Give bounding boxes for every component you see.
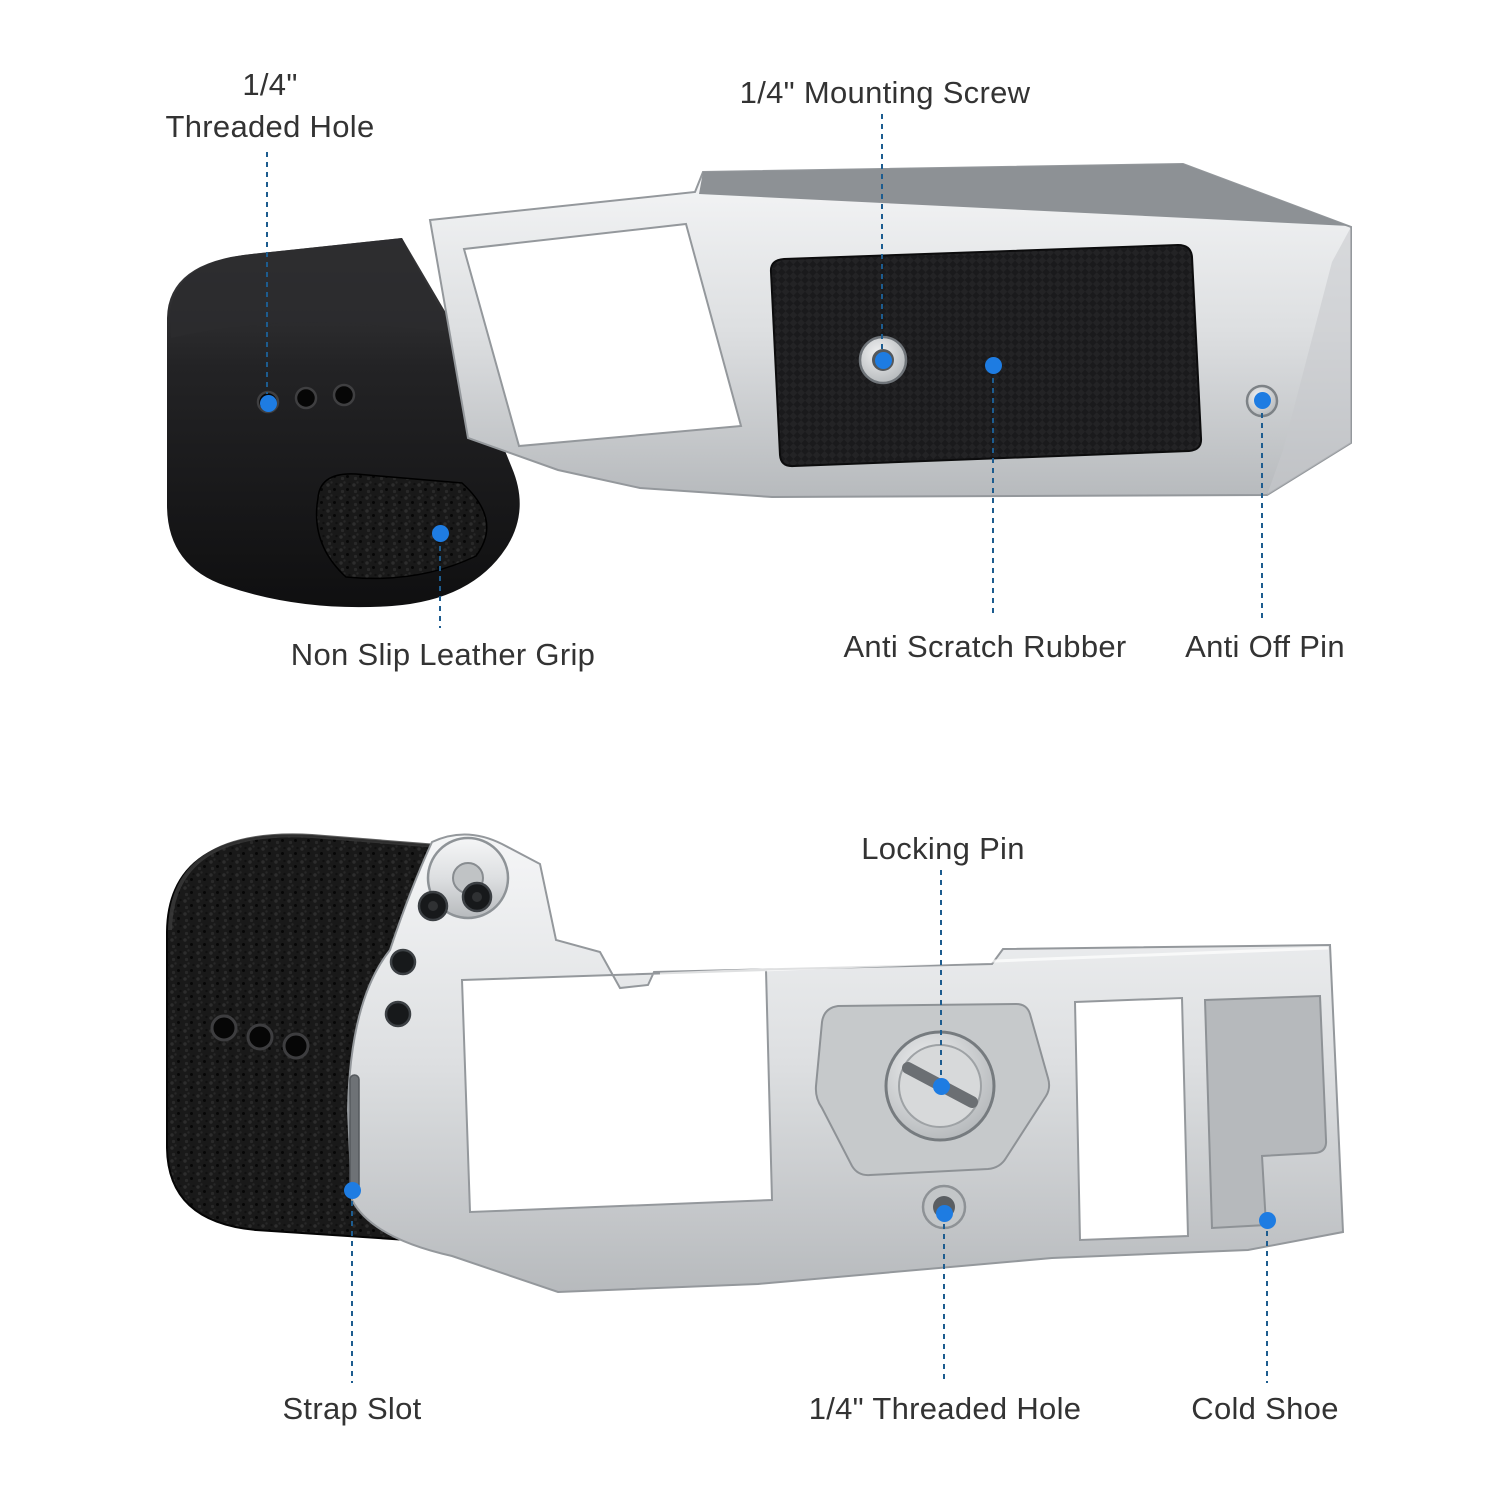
dot-leather-grip — [432, 525, 449, 542]
leader-anti-scratch-rubber — [992, 378, 994, 618]
dot-threaded-hole-bottom — [936, 1205, 953, 1222]
plate-top-edge — [699, 164, 1349, 226]
anti-scratch-rubber-pad — [769, 243, 1203, 468]
cold-shoe-channel — [1203, 994, 1328, 1230]
retaining-screw-1-socket — [428, 901, 438, 911]
bottom-product-illustration — [166, 833, 1345, 1294]
grip-top-facet — [170, 238, 452, 338]
leader-anti-off-pin — [1261, 413, 1263, 618]
leader-locking-pin — [940, 870, 942, 1076]
retaining-screw-2-socket — [472, 892, 482, 902]
label-threaded-hole-top-line2: Threaded Hole — [165, 109, 375, 144]
label-leather-grip: Non Slip Leather Grip — [290, 637, 596, 672]
dot-threaded-hole-top — [260, 395, 277, 412]
label-locking-pin: Locking Pin — [861, 831, 1025, 866]
leader-threaded-hole-top — [266, 152, 268, 394]
leader-mounting-screw — [881, 114, 883, 350]
plate-end-shade — [1267, 227, 1351, 495]
dot-anti-off-pin — [1254, 392, 1271, 409]
grip-threaded-hole-2 — [294, 386, 318, 410]
label-threaded-hole-bottom: 1/4" Threaded Hole — [808, 1391, 1082, 1426]
label-threaded-hole-top: 1/4" Threaded Hole — [166, 64, 375, 148]
grip-hole-3 — [282, 1032, 310, 1060]
dot-strap-slot — [344, 1182, 361, 1199]
label-mounting-screw: 1/4" Mounting Screw — [739, 75, 1031, 110]
leader-threaded-hole-bottom — [943, 1224, 945, 1384]
label-anti-off-pin: Anti Off Pin — [1185, 629, 1345, 664]
dot-mounting-screw — [875, 352, 892, 369]
dot-locking-pin — [933, 1078, 950, 1095]
retaining-screw-3 — [389, 948, 417, 976]
leather-grip-patch — [315, 473, 488, 580]
top-product-illustration — [167, 162, 1352, 608]
grip-hole-1 — [210, 1014, 238, 1042]
label-threaded-hole-top-line1: 1/4" — [242, 67, 298, 102]
dot-anti-scratch-rubber — [985, 357, 1002, 374]
label-anti-scratch-rubber: Anti Scratch Rubber — [843, 629, 1127, 664]
strap-slot — [349, 1074, 360, 1191]
dot-cold-shoe — [1259, 1212, 1276, 1229]
grip-threaded-hole-3 — [332, 383, 356, 407]
leader-strap-slot — [351, 1201, 353, 1383]
label-strap-slot: Strap Slot — [282, 1391, 422, 1426]
grip-hole-2 — [246, 1023, 274, 1051]
leader-leather-grip — [439, 546, 441, 628]
label-cold-shoe: Cold Shoe — [1191, 1391, 1339, 1426]
plate-top-highlight — [659, 946, 1329, 976]
retaining-screw-4 — [384, 1000, 412, 1028]
grip-edge-highlight — [168, 833, 439, 931]
leader-cold-shoe — [1266, 1231, 1268, 1383]
